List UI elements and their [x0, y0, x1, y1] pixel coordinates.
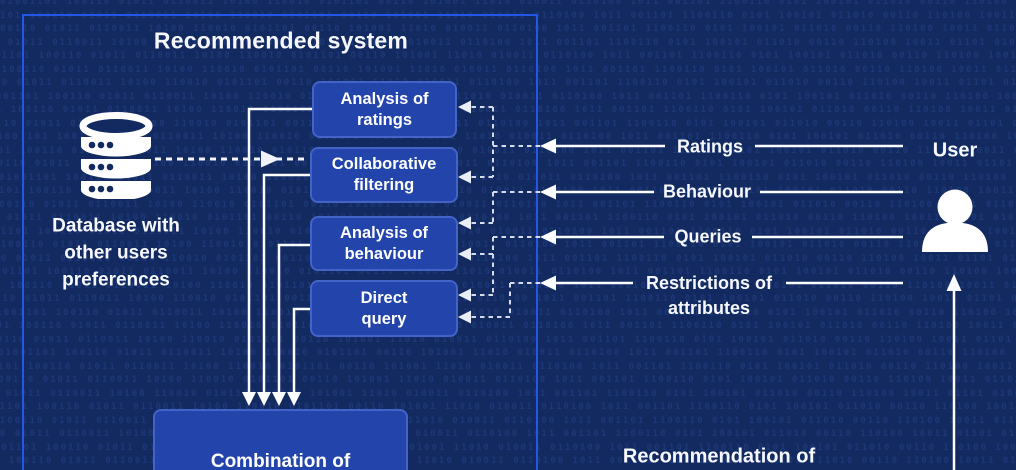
method-box-label: Collaborative filtering — [331, 155, 437, 194]
recommendation-label: Recommendation of — [622, 445, 816, 468]
binary-texture-row: 01001101 100110 01011 0110011 10100 1100… — [0, 213, 1016, 223]
database-icon — [79, 112, 153, 199]
method-box-collaborative-filtering: Collaborative filtering — [310, 147, 458, 203]
database-dots — [88, 141, 114, 193]
binary-texture-row: 01001101 100110 01011 0110011 10100 1100… — [0, 0, 1016, 7]
binary-texture-row: 01001101 100110 01011 0110011 10100 1100… — [0, 267, 1016, 277]
combination-box-label: Combination of different methods — [210, 451, 351, 470]
binary-texture-row: 01001101 100110 01011 0110011 10100 1100… — [0, 361, 1016, 372]
method-box-direct-query: Direct query — [310, 280, 458, 337]
binary-texture-row: 01001101 100110 01011 0110011 10100 1100… — [0, 91, 1016, 102]
ratings-label: Ratings — [676, 136, 744, 157]
binary-texture-row: 01001101 100110 01011 0110011 10100 1100… — [0, 456, 1016, 466]
restrictions-label: Restrictions of attributes — [645, 273, 773, 318]
binary-texture-row: 01001101 100110 01011 0110011 10100 1100… — [0, 132, 1016, 142]
binary-texture-row: 01001101 100110 01011 0110011 10100 1100… — [0, 294, 1016, 304]
binary-texture-row: 01001101 100110 01011 0110011 10100 1100… — [0, 321, 1016, 331]
binary-texture-row: 01001101 100110 01011 0110011 10100 1100… — [0, 159, 1016, 169]
binary-texture-row: 01001101 100110 01011 0110011 10100 1100… — [0, 105, 1016, 115]
method-box-analysis-of-ratings: Analysis of ratings — [312, 81, 457, 138]
binary-texture-row: 01001101 100110 01011 0110011 10100 1100… — [0, 118, 1016, 129]
binary-texture-row: 01001101 100110 01011 0110011 10100 1100… — [0, 64, 1016, 75]
recommended-system-panel — [22, 14, 538, 470]
database-label: Database with other users preferences — [52, 215, 180, 291]
binary-texture-row: 01001101 100110 01011 0110011 10100 1100… — [0, 442, 1016, 453]
user-icon — [922, 189, 988, 252]
binary-texture-row: 01001101 100110 01011 0110011 10100 1100… — [0, 199, 1016, 210]
user-label: User — [932, 139, 978, 162]
method-box-label: Analysis of ratings — [340, 89, 429, 129]
binary-texture-row: 01001101 100110 01011 0110011 10100 1100… — [0, 375, 1016, 385]
binary-texture-row: 01001101 100110 01011 0110011 10100 1100… — [0, 415, 1016, 426]
binary-texture-row: 01001101 100110 01011 0110011 10100 1100… — [0, 51, 1016, 61]
recommended-system-title: Recommended system — [153, 27, 409, 54]
binary-texture-row: 01001101 100110 01011 0110011 10100 1100… — [0, 280, 1016, 291]
method-box-label: Analysis of behaviour — [339, 223, 429, 263]
combination-box: Combination of different methods — [153, 409, 408, 470]
binary-texture-row: 01001101 100110 01011 0110011 10100 1100… — [0, 388, 1016, 399]
binary-texture-row: 01001101 100110 01011 0110011 10100 1100… — [0, 24, 1016, 34]
method-box-label: Direct query — [360, 288, 408, 328]
binary-texture-row: 01001101 100110 01011 0110011 10100 1100… — [0, 253, 1016, 264]
binary-texture-row: 01001101 100110 01011 0110011 10100 1100… — [0, 226, 1016, 237]
binary-texture-row: 01001101 100110 01011 0110011 10100 1100… — [0, 334, 1016, 345]
method-box-analysis-of-behaviour: Analysis of behaviour — [310, 216, 458, 271]
binary-texture-row: 01001101 100110 01011 0110011 10100 1100… — [0, 429, 1016, 439]
binary-texture-row: 01001101 100110 01011 0110011 10100 1100… — [0, 307, 1016, 318]
binary-texture-row: 01001101 100110 01011 0110011 10100 1100… — [0, 37, 1016, 48]
binary-texture-row: 01001101 100110 01011 0110011 10100 1100… — [0, 78, 1016, 88]
database-bands — [81, 137, 151, 199]
binary-texture-row: 01001101 100110 01011 0110011 10100 1100… — [0, 402, 1016, 412]
binary-texture-row: 01001101 100110 01011 0110011 10100 1100… — [0, 348, 1016, 358]
binary-texture-row: 01001101 100110 01011 0110011 10100 1100… — [0, 240, 1016, 250]
queries-label: Queries — [674, 226, 742, 247]
behaviour-label: Behaviour — [662, 181, 752, 202]
binary-texture-row: 01001101 100110 01011 0110011 10100 1100… — [0, 145, 1016, 156]
binary-texture-row: 01001101 100110 01011 0110011 10100 1100… — [0, 172, 1016, 183]
